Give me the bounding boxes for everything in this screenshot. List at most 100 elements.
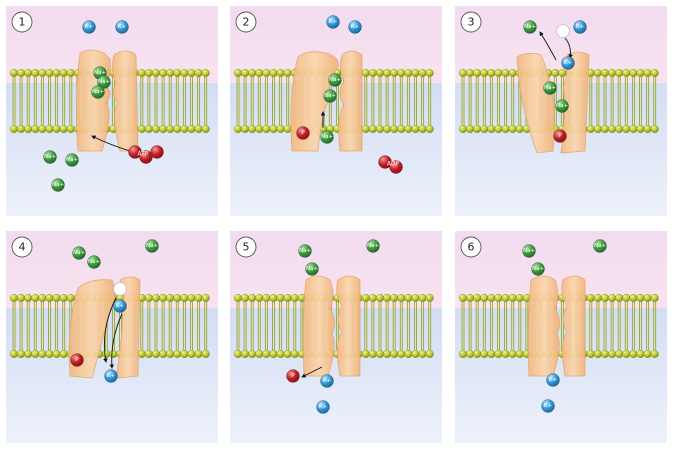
svg-text:Na+: Na+ <box>594 243 606 249</box>
step-number-badge: 2 <box>235 11 257 33</box>
svg-text:Na+: Na+ <box>556 103 568 109</box>
pump-protein <box>290 50 363 152</box>
reaction-arrow-icon <box>539 31 557 61</box>
svg-text:K+: K+ <box>544 403 553 409</box>
potassium-ion-icon: K+ <box>326 15 340 29</box>
svg-text:Na+: Na+ <box>44 154 56 160</box>
sodium-ion-icon: Na+ <box>320 130 334 144</box>
empty-binding-site <box>556 24 570 38</box>
sodium-ion-icon: Na+ <box>87 255 101 269</box>
phosphate-icon: P <box>286 369 300 383</box>
phosphate-icon: P <box>553 129 567 143</box>
potassium-ion-icon: K+ <box>348 20 362 34</box>
sodium-ion-icon: Na+ <box>555 99 569 113</box>
phosphate-icon: P <box>70 353 84 367</box>
atp-molecule-icon: ATP <box>128 145 164 164</box>
potassium-ion-icon: K+ <box>541 399 555 413</box>
step-number-badge: 3 <box>460 11 482 33</box>
svg-text:Na+: Na+ <box>98 79 110 85</box>
sodium-ion-icon: Na+ <box>522 244 536 258</box>
svg-text:Na+: Na+ <box>146 243 158 249</box>
sodium-ion-icon: Na+ <box>51 178 65 192</box>
svg-text:K+: K+ <box>116 303 125 309</box>
sodium-ion-icon: Na+ <box>531 262 545 276</box>
svg-text:Na+: Na+ <box>299 248 311 254</box>
svg-text:Na+: Na+ <box>73 250 85 256</box>
reaction-arrow-icon <box>301 366 323 378</box>
potassium-ion-icon: K+ <box>104 369 118 383</box>
svg-text:Na+: Na+ <box>329 77 341 83</box>
sodium-ion-icon: Na+ <box>366 239 380 253</box>
svg-text:Na+: Na+ <box>88 259 100 265</box>
potassium-ion-icon: K+ <box>573 20 587 34</box>
panel-step-4: Na+Na+Na+K+PK+4 <box>6 231 218 443</box>
svg-text:Na+: Na+ <box>324 93 336 99</box>
svg-text:P: P <box>291 373 295 379</box>
svg-text:K+: K+ <box>323 378 332 384</box>
reaction-arrow-icon <box>564 37 573 59</box>
step-number-badge: 4 <box>11 236 33 258</box>
svg-text:K+: K+ <box>107 373 116 379</box>
sodium-ion-icon: Na+ <box>593 239 607 253</box>
potassium-ion-icon: K+ <box>82 20 96 34</box>
svg-text:Na+: Na+ <box>52 182 64 188</box>
panel-step-2: K+ K+ Na+ Na+ Na+ P ADP 2 <box>230 6 442 216</box>
svg-text:P: P <box>301 130 305 136</box>
step-number-badge: 1 <box>11 11 33 33</box>
svg-text:Na+: Na+ <box>321 134 333 140</box>
sodium-ion-icon: Na+ <box>91 85 105 99</box>
potassium-ion-icon: K+ <box>316 400 330 414</box>
svg-text:Na+: Na+ <box>523 248 535 254</box>
pump-protein <box>302 275 361 377</box>
sodium-ion-icon: Na+ <box>328 73 342 87</box>
potassium-ion-icon: K+ <box>320 374 334 388</box>
svg-text:6: 6 <box>468 241 475 254</box>
svg-text:Na+: Na+ <box>367 243 379 249</box>
step-number-badge: 5 <box>235 236 257 258</box>
svg-text:P: P <box>558 133 562 139</box>
reaction-arrow-icon <box>103 297 117 363</box>
sodium-ion-icon: Na+ <box>43 150 57 164</box>
svg-text:Na+: Na+ <box>66 157 78 163</box>
svg-text:5: 5 <box>243 241 250 254</box>
svg-text:K+: K+ <box>549 377 558 383</box>
svg-text:K+: K+ <box>576 24 585 30</box>
svg-text:4: 4 <box>19 241 26 254</box>
panel-step-5: Na+ Na+ Na+ P K+ K+ 5 <box>230 231 442 443</box>
step-number-badge: 6 <box>460 236 482 258</box>
svg-text:K+: K+ <box>319 404 328 410</box>
svg-text:1: 1 <box>19 16 26 29</box>
svg-text:K+: K+ <box>85 24 94 30</box>
panel-step-1: K+ K+ Na+ Na+ Na+ Na+ Na+ Na+ ATP 1 <box>6 6 218 216</box>
svg-text:Na+: Na+ <box>524 24 536 30</box>
sodium-ion-icon: Na+ <box>145 239 159 253</box>
empty-binding-site <box>113 282 127 296</box>
reaction-arrow-icon <box>109 313 123 369</box>
sodium-ion-icon: Na+ <box>305 262 319 276</box>
pump-protein <box>527 275 586 377</box>
potassium-ion-icon: K+ <box>113 299 127 313</box>
svg-text:ATP: ATP <box>138 151 149 158</box>
svg-text:Na+: Na+ <box>94 70 106 76</box>
sodium-ion-icon: Na+ <box>323 89 337 103</box>
adp-molecule-icon: ADP <box>378 155 403 174</box>
svg-text:2: 2 <box>243 16 250 29</box>
sodium-ion-icon: Na+ <box>65 153 79 167</box>
svg-text:Na+: Na+ <box>92 89 104 95</box>
svg-text:K+: K+ <box>564 60 573 66</box>
svg-text:ADP: ADP <box>387 161 400 168</box>
pump-protein <box>516 51 590 154</box>
potassium-ion-icon: K+ <box>561 56 575 70</box>
svg-text:Na+: Na+ <box>306 266 318 272</box>
sodium-ion-icon: Na+ <box>543 81 557 95</box>
svg-text:Na+: Na+ <box>544 85 556 91</box>
svg-text:K+: K+ <box>118 24 127 30</box>
svg-text:K+: K+ <box>329 19 338 25</box>
svg-text:3: 3 <box>468 16 475 29</box>
sodium-ion-icon: Na+ <box>97 75 111 89</box>
svg-text:K+: K+ <box>351 24 360 30</box>
sodium-ion-icon: Na+ <box>72 246 86 260</box>
svg-text:Na+: Na+ <box>532 266 544 272</box>
sodium-ion-icon: Na+ <box>523 20 537 34</box>
